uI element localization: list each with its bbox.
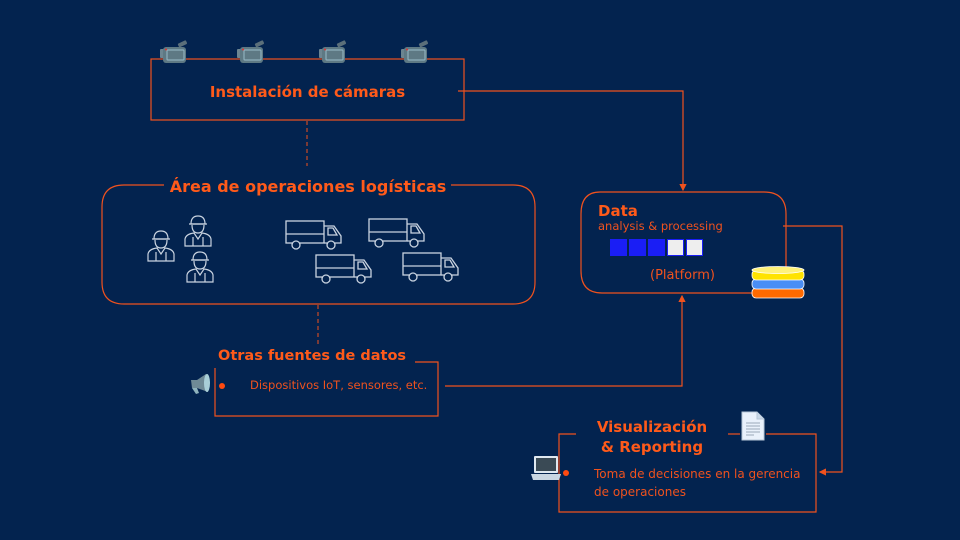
reporting-box xyxy=(558,433,817,513)
bullet-dot xyxy=(563,470,569,476)
truck-icon xyxy=(368,218,425,248)
video-camera-icon xyxy=(401,40,429,63)
progress-segment-filled xyxy=(610,239,627,256)
reporting-title-line2: & Reporting xyxy=(600,438,704,456)
arrow-sources-to-data xyxy=(445,294,686,387)
other-sources-item: Dispositivos IoT, sensores, etc. xyxy=(250,378,428,392)
video-camera-icon xyxy=(160,40,188,63)
truck-icon xyxy=(315,254,372,284)
data-title: Data xyxy=(598,202,638,220)
truck-icon xyxy=(402,252,459,282)
progress-segment-filled xyxy=(648,239,665,256)
platform-label: (Platform) xyxy=(650,268,715,283)
truck-icon xyxy=(285,220,342,250)
database-icon xyxy=(751,266,805,299)
speaker-icon xyxy=(191,374,210,394)
document-icon xyxy=(741,411,765,441)
data-subtitle: analysis & processing xyxy=(598,219,723,233)
other-sources-title: Otras fuentes de datos xyxy=(218,348,407,364)
cameras-box xyxy=(150,58,465,121)
reporting-title: Visualización & Reporting xyxy=(578,417,726,457)
operations-box xyxy=(101,184,536,305)
operations-title: Área de operaciones logísticas xyxy=(169,177,447,196)
construction-worker-icon xyxy=(184,215,212,247)
video-camera-icon xyxy=(319,40,347,63)
cameras-title: Instalación de cámaras xyxy=(209,83,406,101)
arrow-cameras-to-data xyxy=(458,90,687,192)
reporting-item-line1: Toma de decisiones en la gerencia xyxy=(594,467,801,481)
reporting-item-line2: de operaciones xyxy=(594,485,686,499)
laptop-icon xyxy=(531,456,561,480)
video-camera-icon xyxy=(237,40,265,63)
progress-segment-empty xyxy=(667,239,684,256)
construction-worker-icon xyxy=(147,230,175,262)
construction-worker-icon xyxy=(186,251,214,283)
arrow-data-to-reporting xyxy=(783,225,843,476)
bullet-dot xyxy=(219,383,225,389)
other-sources-box xyxy=(214,361,439,417)
reporting-title-line1: Visualización xyxy=(596,418,708,436)
progress-segment-empty xyxy=(686,239,703,256)
reporting-item: Toma de decisiones en la gerencia de ope… xyxy=(594,465,800,501)
processing-progress xyxy=(610,239,703,256)
progress-segment-filled xyxy=(629,239,646,256)
